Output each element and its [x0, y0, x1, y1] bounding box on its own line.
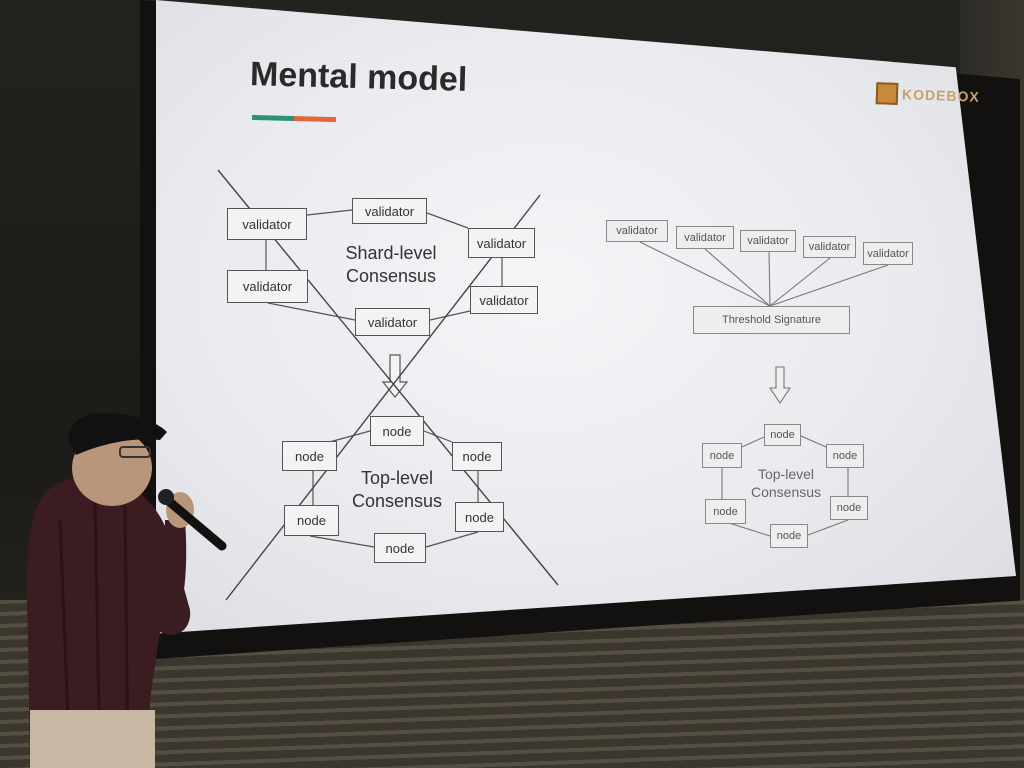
presenter: [26, 412, 227, 768]
validator-box: validator: [470, 286, 538, 314]
validator-box: validator: [863, 242, 913, 265]
node-box: node: [452, 442, 502, 471]
node-box: node: [374, 533, 426, 563]
node-box: node: [826, 444, 864, 468]
node-box: node: [830, 496, 868, 520]
node-box: node: [764, 424, 801, 446]
node-box: node: [455, 502, 504, 532]
validator-box: validator: [676, 226, 734, 249]
threshold-signature-box: Threshold Signature: [693, 306, 850, 334]
node-box: node: [770, 524, 808, 548]
node-box: node: [702, 443, 742, 468]
validator-box: validator: [468, 228, 535, 258]
node-box: node: [705, 499, 746, 524]
validator-box: validator: [803, 236, 856, 258]
validator-box: validator: [606, 220, 668, 242]
validator-box: validator: [355, 308, 430, 336]
top-level-label-right: Top-level Consensus: [750, 466, 822, 500]
shard-level-label: Shard-level Consensus: [345, 243, 437, 286]
top-level-label-left: Top-level Consensus: [351, 468, 443, 511]
validator-box: validator: [227, 208, 307, 240]
node-box: node: [370, 416, 424, 446]
node-box: node: [282, 441, 337, 471]
validator-box: validator: [352, 198, 427, 224]
validator-box: validator: [227, 270, 308, 303]
validator-box: validator: [740, 230, 796, 252]
node-box: node: [284, 505, 339, 536]
